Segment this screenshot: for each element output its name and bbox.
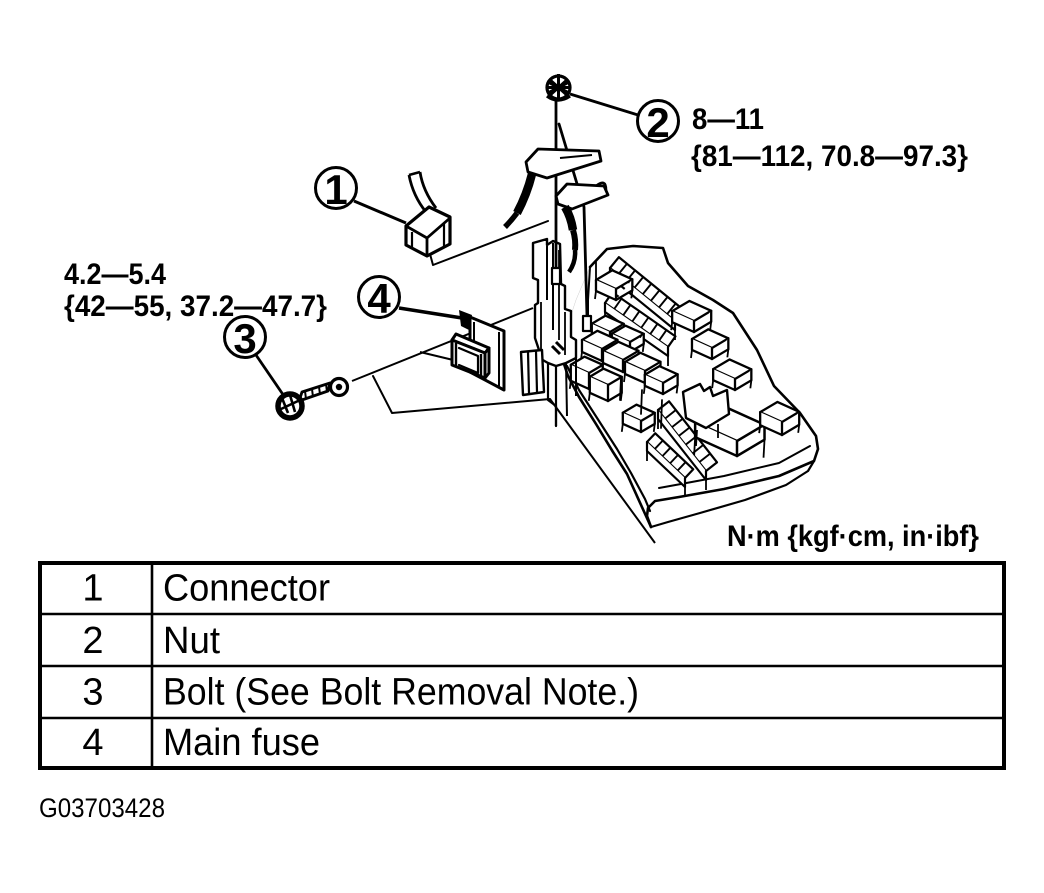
svg-text:3: 3: [233, 315, 256, 362]
svg-text:N·m {kgf·cm, in·ibf}: N·m {kgf·cm, in·ibf}: [727, 520, 979, 553]
svg-text:Bolt (See Bolt Removal Note.): Bolt (See Bolt Removal Note.): [163, 672, 639, 714]
svg-text:{42—55, 37.2—47.7}: {42—55, 37.2—47.7}: [64, 290, 327, 323]
svg-text:3: 3: [82, 672, 103, 714]
svg-text:Connector: Connector: [163, 568, 330, 610]
svg-text:8—11: 8—11: [692, 103, 764, 136]
svg-text:G03703428: G03703428: [39, 793, 165, 823]
svg-text:1: 1: [324, 166, 347, 213]
svg-text:4: 4: [367, 275, 391, 322]
svg-text:2: 2: [646, 99, 669, 146]
svg-text:Main fuse: Main fuse: [163, 722, 320, 764]
svg-text:4: 4: [82, 722, 103, 764]
svg-text:2: 2: [82, 620, 103, 662]
svg-text:1: 1: [82, 568, 103, 610]
svg-text:{81—112, 70.8—97.3}: {81—112, 70.8—97.3}: [691, 140, 968, 173]
svg-text:Nut: Nut: [163, 620, 220, 662]
svg-text:4.2—5.4: 4.2—5.4: [64, 258, 166, 291]
